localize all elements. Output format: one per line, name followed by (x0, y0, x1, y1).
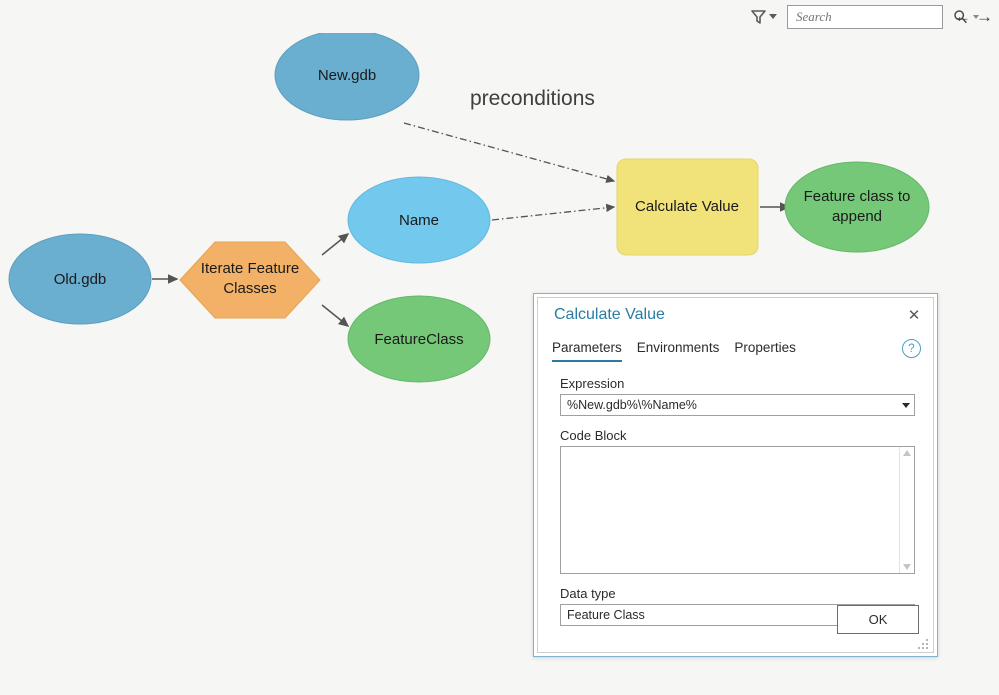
node-feature-class-to-append-label-line1: Feature class to (804, 188, 911, 205)
search-chevron-down-icon[interactable] (973, 14, 979, 19)
data-type-label: Data type (560, 586, 616, 601)
search-icon[interactable] (953, 9, 968, 24)
connector-iterate-to-name (321, 233, 350, 256)
node-name[interactable]: Name (347, 176, 491, 264)
back-arrow-icon[interactable]: ← (954, 7, 971, 26)
expression-chevron-down-icon[interactable] (902, 402, 910, 408)
tab-properties[interactable]: Properties (734, 340, 796, 355)
filter-chevron-down-icon[interactable] (769, 14, 777, 19)
dialog-form: Expression %New.gdb%\%Name% Code Block D… (538, 362, 933, 626)
node-iterate-feature-classes[interactable]: Iterate Feature Classes (179, 241, 321, 319)
dialog-titlebar[interactable]: Calculate Value ✕ (538, 298, 933, 332)
close-icon[interactable]: ✕ (907, 307, 921, 324)
forward-arrow-icon[interactable]: → (976, 7, 993, 26)
search-box[interactable] (787, 4, 979, 29)
preconditions-label: preconditions (470, 87, 595, 110)
connector-precondition-newgdb (403, 122, 616, 183)
expression-combobox[interactable]: %New.gdb%\%Name% (560, 394, 915, 416)
help-icon[interactable]: ? (902, 339, 921, 358)
node-iterate-label-line1: Iterate Feature (201, 260, 299, 277)
scroll-down-icon[interactable] (903, 564, 911, 570)
node-calculate-value[interactable]: Calculate Value (616, 158, 759, 256)
tab-parameters[interactable]: Parameters (552, 340, 622, 362)
dialog-title: Calculate Value (554, 306, 665, 323)
tab-environments[interactable]: Environments (636, 340, 720, 355)
node-new-gdb-label: New.gdb (318, 67, 376, 84)
code-block-scrollbar[interactable] (899, 447, 914, 573)
node-name-label: Name (399, 212, 439, 229)
code-block-field[interactable] (560, 446, 915, 574)
scroll-up-icon[interactable] (903, 450, 911, 456)
filter-icon[interactable] (751, 5, 766, 29)
resize-grip[interactable] (918, 637, 929, 649)
code-block-label: Code Block (560, 428, 627, 443)
dialog-footer: OK (538, 600, 933, 652)
connector-iterate-to-featureclass (321, 304, 350, 327)
search-input[interactable] (796, 8, 953, 25)
node-feature-class-to-append[interactable]: Feature class to append (784, 161, 930, 253)
node-iterate-label-line2: Classes (223, 280, 276, 297)
model-canvas[interactable]: preconditions Old.gdb New.gdb Iterate Fe… (0, 33, 999, 695)
filter-control[interactable] (751, 5, 777, 29)
node-feature-class[interactable]: FeatureClass (347, 295, 491, 383)
node-calculate-value-label: Calculate Value (635, 198, 739, 215)
dialog-inner-panel: Calculate Value ✕ Parameters Environment… (537, 297, 934, 653)
expression-label: Expression (560, 376, 625, 391)
calculate-value-dialog[interactable]: Calculate Value ✕ Parameters Environment… (533, 293, 938, 657)
data-type-value: Feature Class (567, 608, 645, 622)
navigation-arrows: ← → (954, 8, 993, 25)
node-feature-class-to-append-label-line2: append (832, 208, 882, 225)
connector-precondition-name (491, 203, 616, 221)
ok-button[interactable]: OK (837, 604, 919, 634)
node-old-gdb-label: Old.gdb (54, 271, 107, 288)
node-new-gdb[interactable]: New.gdb (274, 33, 420, 121)
model-graph: preconditions Old.gdb New.gdb Iterate Fe… (8, 33, 930, 383)
node-old-gdb[interactable]: Old.gdb (8, 233, 152, 325)
node-feature-class-label: FeatureClass (374, 331, 463, 348)
top-toolbar: ← → (0, 0, 999, 33)
expression-value: %New.gdb%\%Name% (567, 398, 697, 412)
code-block-input[interactable] (561, 447, 899, 573)
dialog-tabs: Parameters Environments Properties ? (538, 332, 933, 362)
